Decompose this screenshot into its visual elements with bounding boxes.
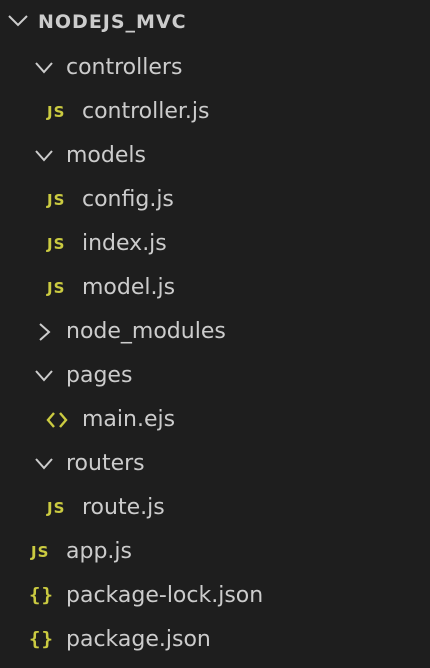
file-label: package.json	[66, 627, 211, 652]
file-label: model.js	[82, 275, 176, 300]
explorer-root-header[interactable]: NODEJS_MVC	[0, 0, 430, 44]
chevron-down-icon	[35, 62, 53, 74]
root-folder-label: NODEJS_MVC	[38, 11, 187, 33]
chevron-down-icon	[35, 458, 53, 470]
file-route-js[interactable]: JS route.js	[0, 486, 430, 530]
file-package-json[interactable]: {} package.json	[0, 618, 430, 662]
json-braces-icon: {}	[29, 584, 54, 606]
folder-label: models	[66, 143, 146, 168]
file-label: controller.js	[82, 99, 210, 124]
folder-node-modules[interactable]: node_modules	[0, 310, 430, 354]
chevron-down-icon	[35, 150, 53, 162]
file-app-js[interactable]: JS app.js	[0, 530, 430, 574]
js-icon: JS	[47, 235, 66, 253]
js-icon: JS	[47, 103, 66, 121]
file-label: route.js	[82, 495, 165, 520]
js-icon: JS	[47, 499, 66, 517]
chevron-down-icon	[35, 370, 53, 382]
file-controller-js[interactable]: JS controller.js	[0, 90, 430, 134]
json-braces-icon: {}	[29, 628, 54, 650]
chevron-right-icon	[39, 323, 51, 341]
folder-controllers[interactable]: controllers	[0, 46, 430, 90]
file-label: app.js	[66, 539, 132, 564]
js-icon: JS	[47, 191, 66, 209]
folder-models[interactable]: models	[0, 134, 430, 178]
file-config-js[interactable]: JS config.js	[0, 178, 430, 222]
file-model-js[interactable]: JS model.js	[0, 266, 430, 310]
file-package-lock-json[interactable]: {} package-lock.json	[0, 574, 430, 618]
file-label: index.js	[82, 231, 167, 256]
folder-label: controllers	[66, 55, 183, 80]
code-brackets-icon	[46, 412, 68, 428]
folder-label: pages	[66, 363, 133, 388]
file-label: config.js	[82, 187, 174, 212]
file-label: main.ejs	[82, 407, 176, 432]
file-label: package-lock.json	[66, 583, 264, 608]
folder-label: node_modules	[66, 319, 226, 344]
js-icon: JS	[31, 543, 50, 561]
chevron-down-icon	[8, 15, 28, 27]
file-index-js[interactable]: JS index.js	[0, 222, 430, 266]
folder-routers[interactable]: routers	[0, 442, 430, 486]
folder-label: routers	[66, 451, 145, 476]
js-icon: JS	[47, 279, 66, 297]
file-main-ejs[interactable]: main.ejs	[0, 398, 430, 442]
folder-pages[interactable]: pages	[0, 354, 430, 398]
